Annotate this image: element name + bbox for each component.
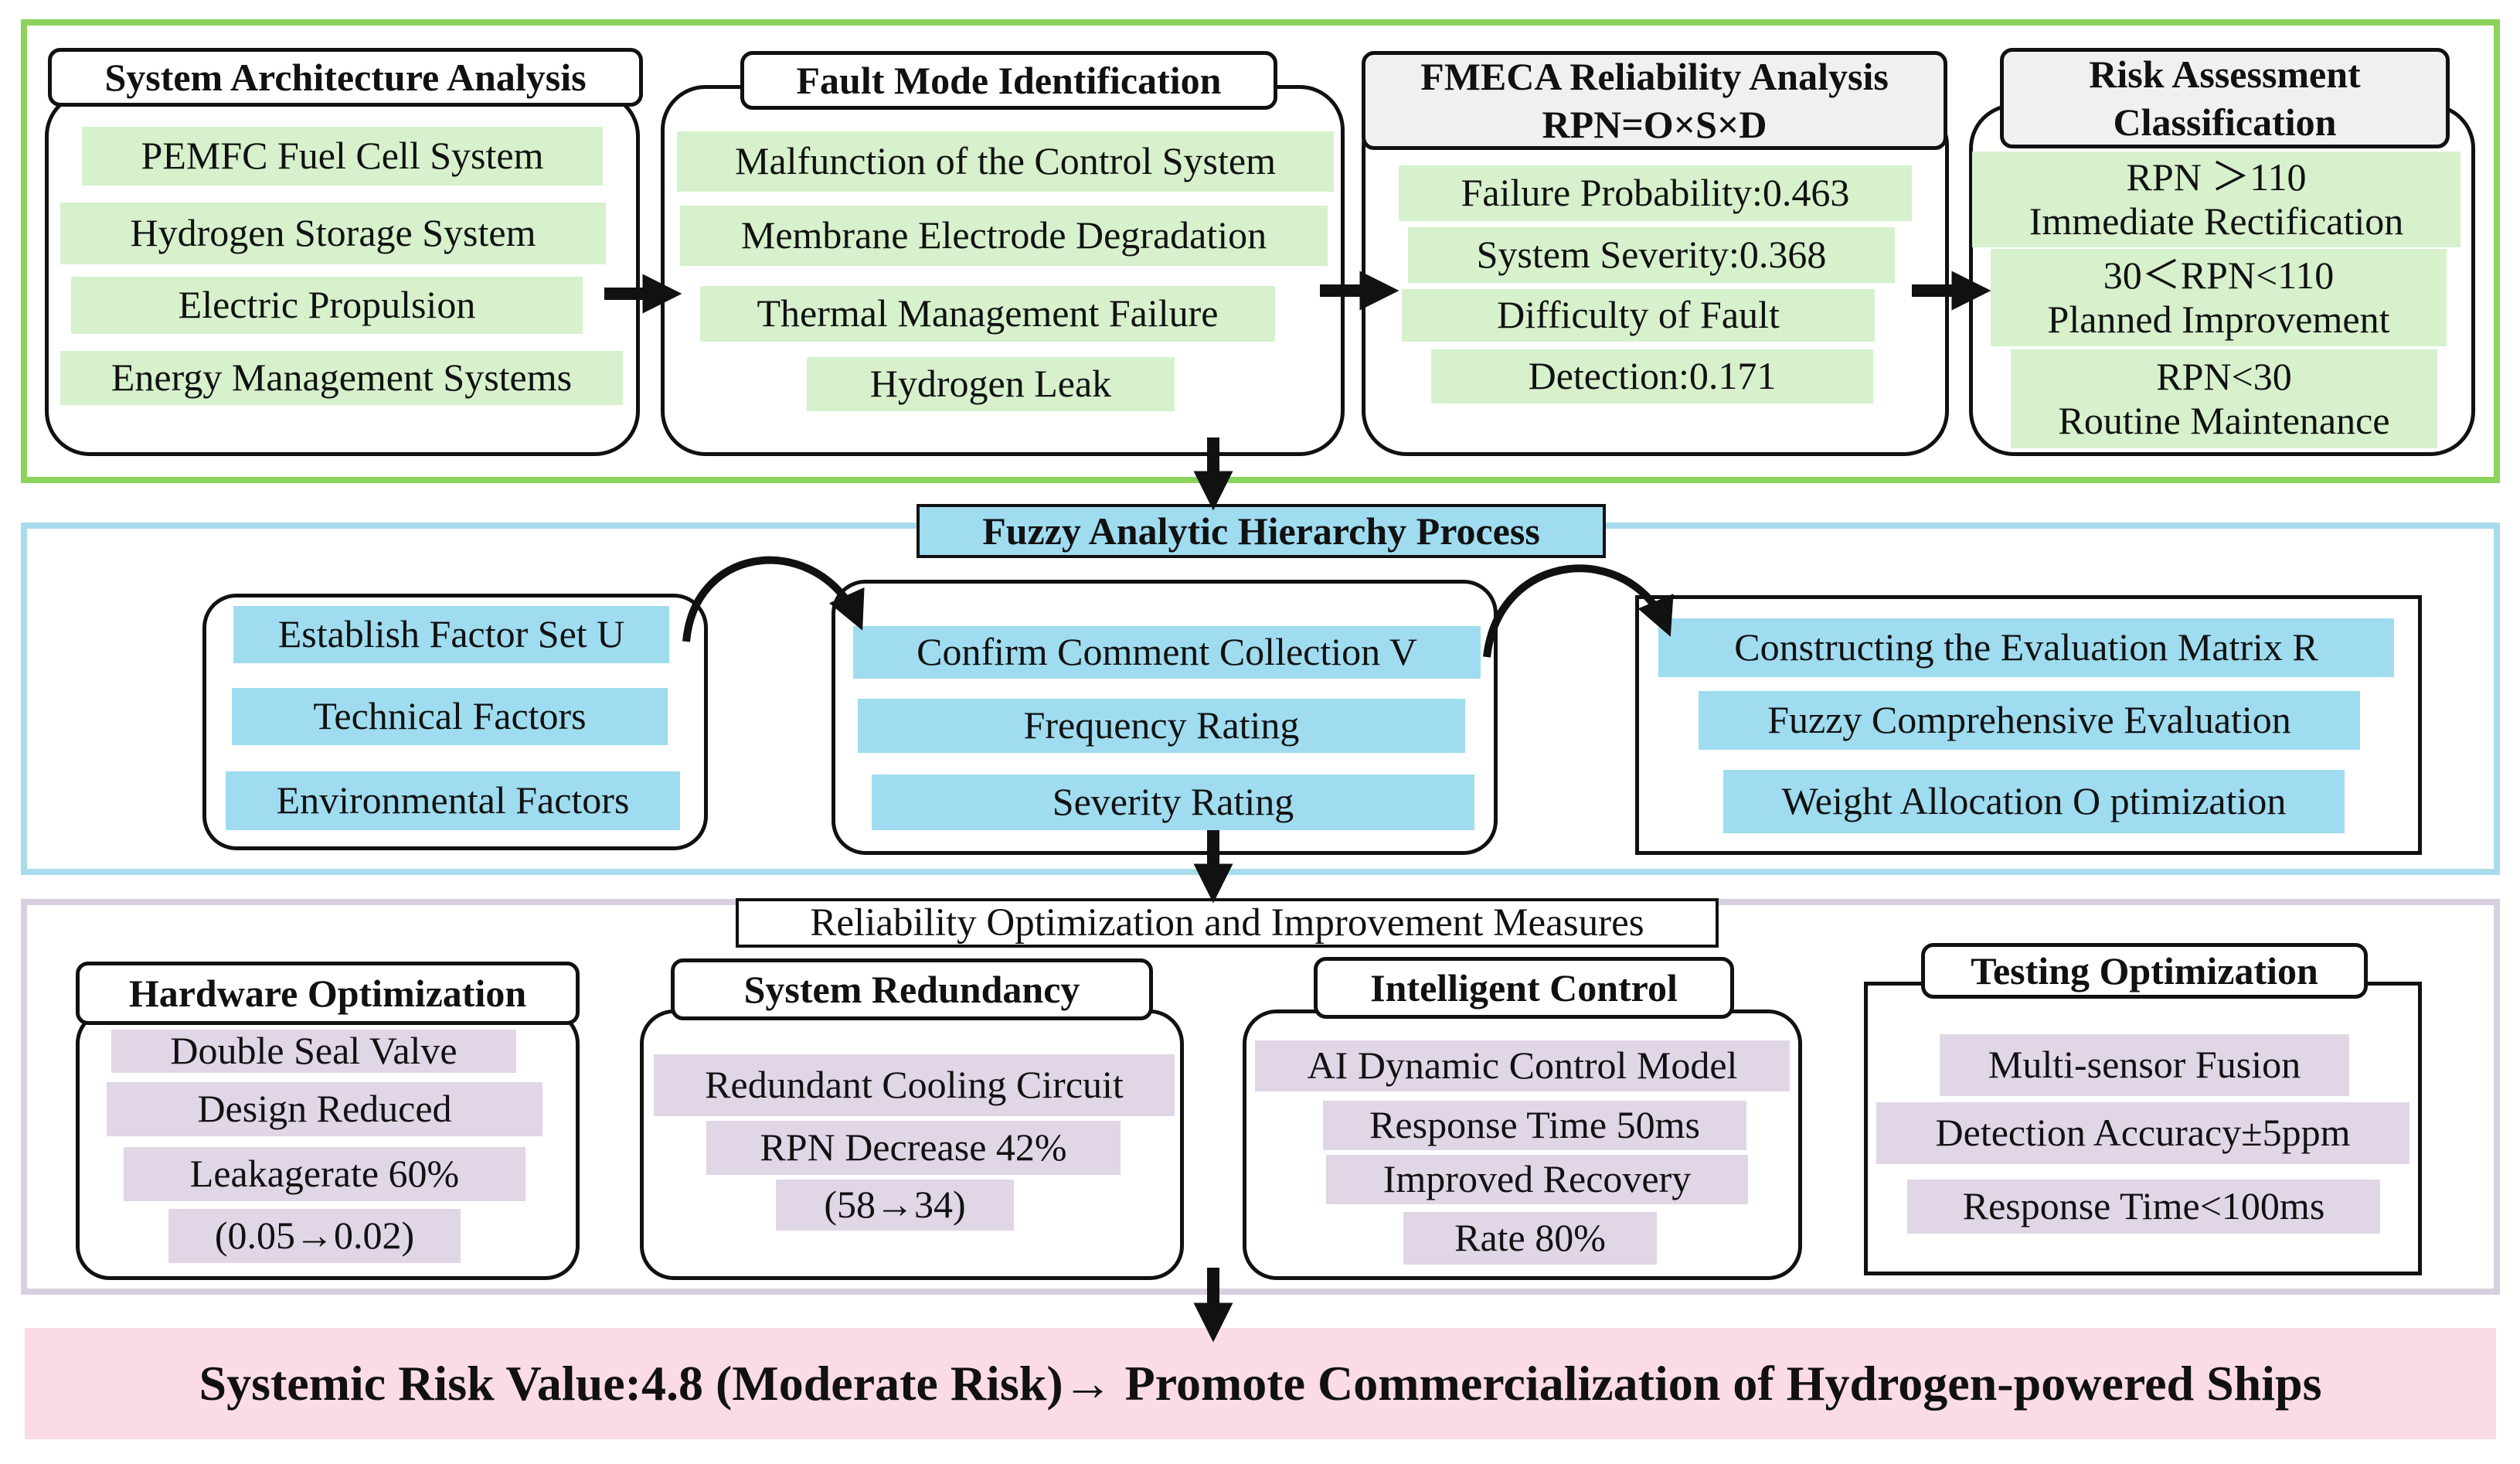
risk-level-high: RPN ＞110 Immediate Rectification	[1972, 152, 2460, 247]
evaluation-matrix-item: Weight Allocation O ptimization	[1723, 770, 2345, 833]
intelligent-control-item: AI Dynamic Control Model	[1255, 1040, 1790, 1091]
fmeca-stage-panel	[21, 19, 2500, 483]
evaluation-matrix-item: Fuzzy Comprehensive Evaluation	[1699, 691, 2360, 750]
risk-level-threshold: RPN ＞110	[2126, 155, 2307, 199]
fault-mode-item: Membrane Electrode Degradation	[680, 206, 1328, 266]
fmeca-item: Difficulty of Fault	[1402, 289, 1875, 342]
testing-item: Multi-sensor Fusion	[1940, 1034, 2349, 1096]
system-architecture-title: System Architecture Analysis	[48, 48, 643, 107]
fmeca-item: Detection:0.171	[1431, 349, 1873, 403]
comment-collection-item: Confirm Comment Collection V	[853, 626, 1481, 679]
intelligent-control-title: Intelligent Control	[1314, 957, 1734, 1019]
curved-arrow-factor-to-comment	[682, 556, 865, 642]
architecture-item: Electric Propulsion	[71, 277, 583, 334]
testing-optimization-title: Testing Optimization	[1921, 943, 2368, 999]
intelligent-control-item: Improved Recovery	[1326, 1155, 1748, 1204]
intelligent-control-item: Response Time 50ms	[1323, 1101, 1746, 1150]
fuzzy-ahp-title: Fuzzy Analytic Hierarchy Process	[917, 504, 1606, 558]
risk-level-threshold: 30＜RPN<110	[2103, 253, 2335, 297]
risk-assessment-title-line1: Risk Assessment	[2089, 52, 2361, 96]
hardware-item: Leakagerate 60%	[124, 1147, 525, 1201]
system-redundancy-title: System Redundancy	[671, 958, 1153, 1020]
conclusion-banner: Systemic Risk Value:4.8 (Moderate Risk)→…	[25, 1328, 2496, 1439]
evaluation-matrix-item: Constructing the Evaluation Matrix R	[1658, 618, 2394, 677]
fmeca-title-line1: FMECA Reliability Analysis	[1420, 54, 1889, 98]
risk-level-medium: 30＜RPN<110 Planned Improvement	[1991, 249, 2447, 346]
hardware-optimization-title: Hardware Optimization	[76, 962, 580, 1025]
risk-level-low: RPN<30 Routine Maintenance	[2011, 349, 2437, 448]
factor-set-item: Establish Factor Set U	[233, 606, 669, 663]
risk-level-threshold: RPN<30	[2156, 354, 2292, 398]
fmeca-item: Failure Probability:0.463	[1399, 165, 1912, 221]
fmeca-title: FMECA Reliability Analysis RPN=O×S×D	[1362, 51, 1947, 150]
fmeca-item: System Severity:0.368	[1408, 227, 1895, 283]
redundancy-item: Redundant Cooling Circuit	[654, 1054, 1175, 1116]
fault-mode-item: Hydrogen Leak	[807, 357, 1175, 411]
comment-collection-item: Frequency Rating	[858, 699, 1465, 753]
redundancy-item: RPN Decrease 42%	[706, 1121, 1121, 1175]
fault-mode-title: Fault Mode Identification	[740, 51, 1277, 110]
optimization-title: Reliability Optimization and Improvement…	[736, 898, 1719, 948]
factor-set-item: Environmental Factors	[226, 771, 680, 830]
hardware-item: (0.05→0.02)	[168, 1209, 461, 1263]
hardware-item: Double Seal Valve	[111, 1029, 516, 1073]
comment-collection-item: Severity Rating	[872, 775, 1474, 830]
intelligent-control-item: Rate 80%	[1403, 1212, 1657, 1265]
testing-item: Response Time<100ms	[1907, 1180, 2380, 1234]
curved-arrow-comment-to-matrix	[1483, 564, 1674, 658]
fault-mode-item: Thermal Management Failure	[700, 286, 1275, 342]
redundancy-item: (58→34)	[776, 1180, 1014, 1231]
risk-level-action: Planned Improvement	[2047, 298, 2390, 341]
risk-assessment-title-line2: Classification	[2113, 100, 2337, 144]
fault-mode-item: Malfunction of the Control System	[677, 131, 1334, 192]
architecture-item: Energy Management Systems	[60, 351, 623, 405]
risk-assessment-title: Risk Assessment Classification	[2000, 48, 2450, 148]
architecture-item: PEMFC Fuel Cell System	[82, 127, 603, 186]
architecture-item: Hydrogen Storage System	[60, 203, 606, 264]
risk-level-action: Immediate Rectification	[2029, 199, 2404, 243]
hardware-item: Design Reduced	[107, 1082, 542, 1136]
fmeca-formula: RPN=O×S×D	[1542, 103, 1767, 146]
testing-item: Detection Accuracy±5ppm	[1876, 1102, 2409, 1164]
factor-set-item: Technical Factors	[232, 688, 668, 745]
risk-level-action: Routine Maintenance	[2058, 399, 2390, 442]
